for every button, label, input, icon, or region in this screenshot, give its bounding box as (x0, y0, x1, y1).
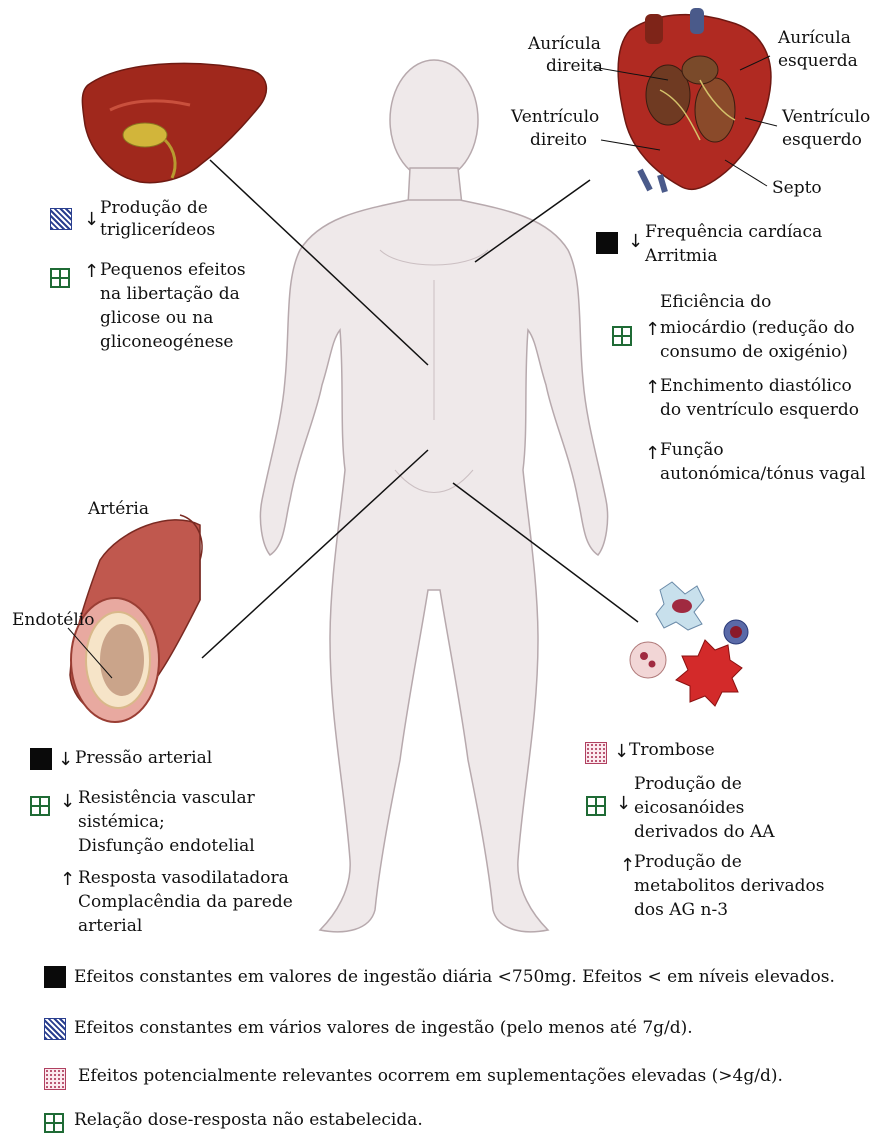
legend-item-2: Efeitos constantes em vários valores de … (74, 1018, 693, 1039)
label-auricula-direita-2: direita (546, 56, 603, 77)
arrow-up-icon: ↑ (60, 870, 75, 890)
arrow-down-icon: ↓ (58, 750, 73, 770)
blood-eico-1: Produção de (634, 774, 742, 795)
heart-eficiencia-3: consumo de oxigénio) (660, 342, 848, 363)
blood-cells-illustration (630, 582, 748, 706)
hatched-square-icon (44, 1018, 66, 1040)
liver-producao-2: triglicerídeos (100, 220, 215, 241)
heart-funcao-1: Função (660, 440, 724, 461)
arrow-up-icon: ↑ (645, 444, 660, 464)
liver-pequenos-2: na libertação da (100, 284, 240, 305)
arrow-up-icon: ↑ (620, 856, 635, 876)
heart-funcao-2: autonómica/tónus vagal (660, 464, 866, 485)
heart-enchimento-2: do ventrículo esquerdo (660, 400, 859, 421)
black-square-icon (30, 748, 52, 770)
liver-producao-1: Produção de (100, 198, 208, 219)
label-arteria: Artéria (88, 499, 149, 520)
grid-square-icon (586, 796, 606, 816)
heart-enchimento-1: Enchimento diastólico (660, 376, 852, 397)
artery-resistencia-3: Disfunção endotelial (78, 836, 255, 857)
artery-resistencia-2: sistémica; (78, 812, 165, 833)
legend-item-4: Relação dose-resposta não estabelecida. (74, 1110, 423, 1131)
arrow-down-icon: ↓ (614, 742, 629, 762)
legend-item-3: Efeitos potencialmente relevantes ocorre… (78, 1066, 783, 1087)
label-auricula-direita-1: Aurícula (528, 34, 601, 55)
blood-meta-2: metabolitos derivados (634, 876, 824, 897)
heart-eficiencia-1: Eficiência do (660, 292, 771, 313)
arrow-up-icon: ↑ (84, 262, 99, 282)
heart-eficiencia-2: miocárdio (redução do (660, 318, 855, 339)
heart-frequencia-1: Frequência cardíaca (645, 222, 822, 243)
heart-illustration (618, 8, 771, 192)
dotted-square-icon (44, 1068, 66, 1090)
label-ventriculo-esquerdo-1: Ventrículo (782, 107, 870, 128)
arrow-up-icon: ↑ (645, 378, 660, 398)
blood-meta-1: Produção de (634, 852, 742, 873)
grid-square-icon (44, 1113, 64, 1133)
liver-pequenos-1: Pequenos efeitos (100, 260, 246, 281)
grid-square-icon (30, 796, 50, 816)
arrow-down-icon: ↓ (628, 232, 643, 252)
liver-illustration (82, 63, 266, 182)
black-square-icon (44, 966, 66, 988)
hatched-square-icon (50, 208, 72, 230)
artery-resistencia-1: Resistência vascular (78, 788, 255, 809)
artery-resposta-3: arterial (78, 916, 142, 937)
dotted-square-icon (585, 742, 607, 764)
label-ventriculo-esquerdo-2: esquerdo (782, 130, 862, 151)
arrow-up-icon: ↑ (645, 320, 660, 340)
liver-pequenos-4: gliconeogénese (100, 332, 234, 353)
artery-resposta-1: Resposta vasodilatadora (78, 868, 289, 889)
blood-meta-3: dos AG n-3 (634, 900, 728, 921)
arrow-down-icon: ↓ (84, 210, 99, 230)
legend-item-1: Efeitos constantes em valores de ingestã… (74, 967, 835, 988)
label-auricula-esquerda-2: esquerda (778, 51, 858, 72)
black-square-icon (596, 232, 618, 254)
blood-eico-2: eicosanóides (634, 798, 744, 819)
label-ventriculo-direito-2: direito (530, 130, 587, 151)
grid-square-icon (50, 268, 70, 288)
artery-resposta-2: Complacêndia da parede (78, 892, 293, 913)
blood-trombose: Trombose (629, 740, 715, 761)
artery-pressao: Pressão arterial (75, 748, 212, 769)
label-auricula-esquerda-1: Aurícula (778, 28, 851, 49)
label-endotelio: Endotélio (12, 610, 94, 631)
label-septo: Septo (772, 178, 822, 199)
arrow-down-icon: ↓ (616, 794, 631, 814)
heart-frequencia-2: Arritmia (645, 246, 718, 267)
liver-pequenos-3: glicose ou na (100, 308, 213, 329)
arrow-down-icon: ↓ (60, 792, 75, 812)
blood-eico-3: derivados do AA (634, 822, 775, 843)
grid-square-icon (612, 326, 632, 346)
label-ventriculo-direito-1: Ventrículo (511, 107, 599, 128)
human-body-figure (260, 60, 607, 932)
